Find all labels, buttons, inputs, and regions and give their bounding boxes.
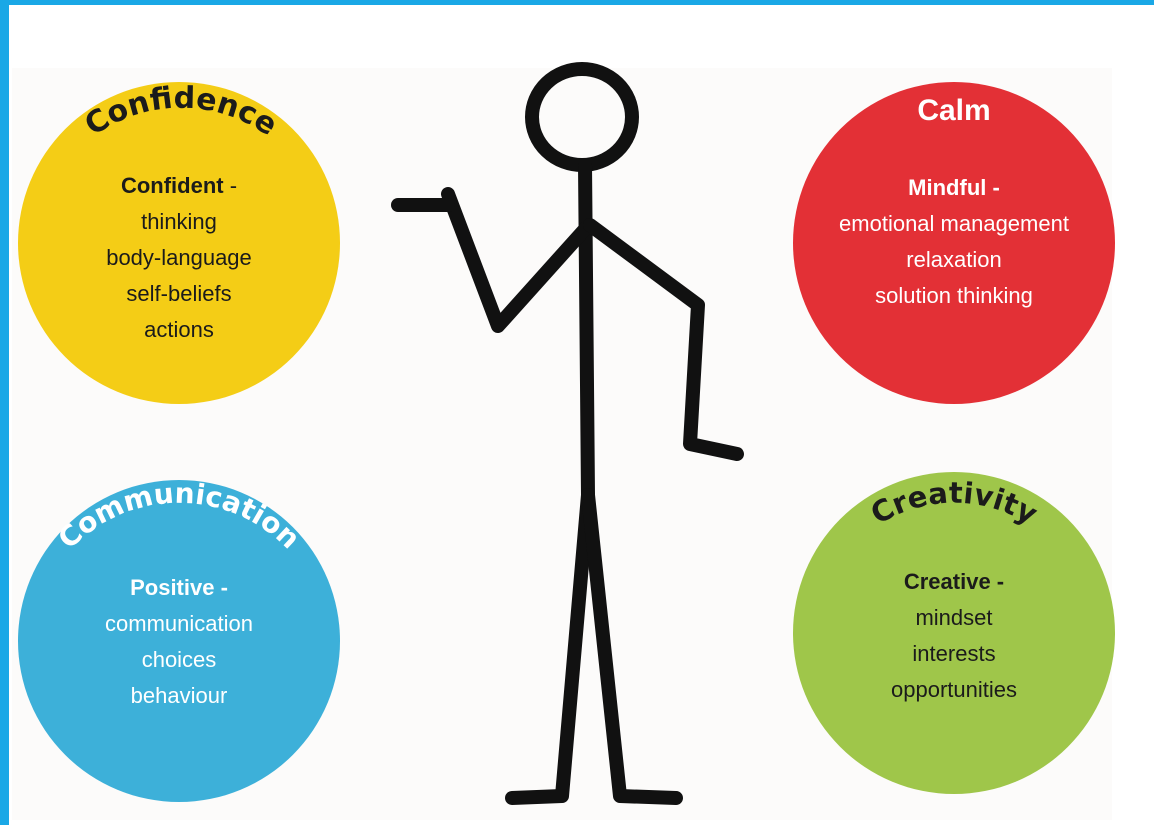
communication-body: Positive - communication choices behavio…	[18, 570, 340, 714]
figure-head	[525, 62, 639, 172]
confidence-title: Confidence	[79, 81, 284, 143]
confidence-lead-suffix: -	[223, 173, 238, 198]
calm-line-2: relaxation	[906, 247, 1002, 272]
calm-circle: Calm Mindful - emotional management rela…	[793, 82, 1115, 404]
calm-line-1: emotional management	[839, 211, 1069, 236]
figure-torso	[578, 158, 595, 502]
figure-right-leg	[581, 488, 683, 805]
communication-line-1: communication	[105, 611, 253, 636]
creativity-line-1: mindset	[915, 605, 993, 630]
confidence-body: Confident - thinking body-language self-…	[18, 168, 340, 348]
calm-body: Mindful - emotional management relaxatio…	[793, 170, 1115, 314]
figure-left-leg	[505, 488, 595, 805]
creativity-line-3: opportunities	[891, 677, 1017, 702]
top-border	[0, 0, 1154, 5]
creativity-lead: Creative -	[903, 569, 1005, 594]
communication-lead: Positive -	[130, 575, 228, 600]
confidence-line-1: thinking	[141, 209, 217, 234]
left-border	[0, 0, 9, 825]
calm-lead: Mindful -	[908, 175, 1000, 200]
confidence-line-4: actions	[144, 317, 214, 342]
calm-title: Calm	[917, 94, 991, 127]
creativity-title: Creativity	[865, 476, 1043, 531]
calm-line-3: solution thinking	[875, 283, 1033, 308]
confidence-line-2: body-language	[106, 245, 252, 270]
confidence-lead-line: Confident -	[18, 168, 340, 204]
figure-right-arm	[583, 218, 744, 461]
confidence-line-3: self-beliefs	[126, 281, 232, 306]
figure-left-arm	[441, 187, 593, 333]
creativity-line-2: interests	[912, 641, 996, 666]
creativity-circle: Creativity Creative - mindset interests …	[793, 472, 1115, 794]
communication-title: Communication	[51, 477, 306, 556]
communication-line-2: choices	[141, 647, 217, 672]
communication-line-3: behaviour	[130, 683, 228, 708]
communication-circle: Communication Positive - communication c…	[18, 477, 340, 802]
confidence-lead: Confident	[120, 173, 224, 198]
confidence-circle: Confidence Confident - thinking body-lan…	[18, 81, 340, 404]
creativity-body: Creative - mindset interests opportuniti…	[793, 564, 1115, 708]
